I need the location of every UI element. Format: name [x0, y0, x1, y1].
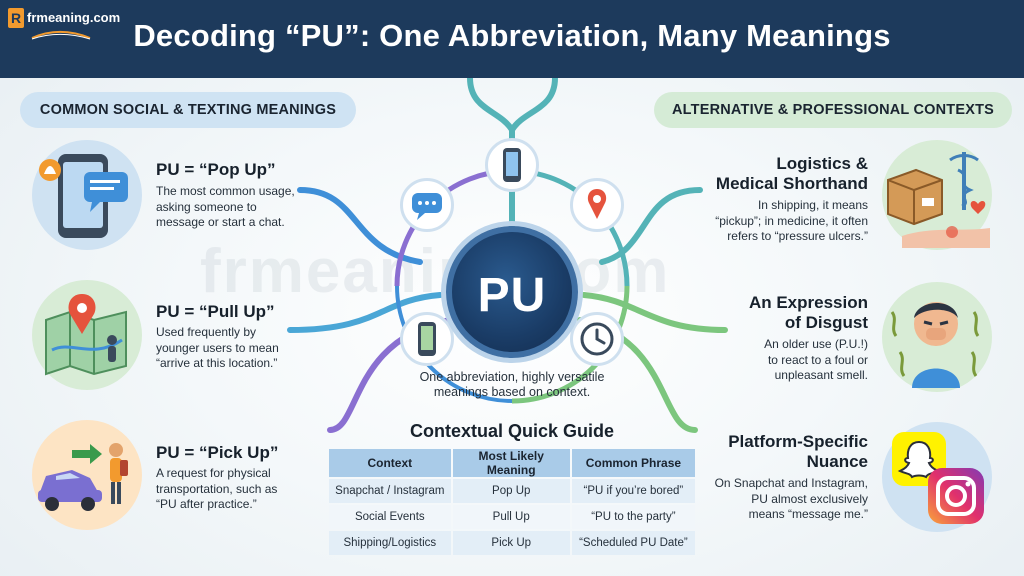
- table-row: Social Events Pull Up “PU to the party”: [329, 505, 695, 529]
- pick-up-description: A request for physical transportation, s…: [156, 466, 277, 513]
- pull-up-title: PU = “Pull Up”: [156, 302, 275, 321]
- logistics-desc-line: In shipping, it means: [757, 198, 868, 212]
- table-row: Shipping/Logistics Pick Up “Scheduled PU…: [329, 531, 695, 555]
- logo-book-icon: [31, 31, 91, 40]
- platform-title-line: Nuance: [806, 452, 868, 471]
- pull-up-desc-line: younger users to mean: [156, 340, 279, 355]
- pu-core-circle: PU: [446, 226, 578, 358]
- center-location-node: [570, 178, 624, 232]
- table-header-row: Context Most Likely Meaning Common Phras…: [329, 449, 695, 477]
- disgust-illustration: [882, 282, 992, 392]
- platform-desc-line: On Snapchat and Instagram,: [714, 476, 868, 490]
- platform-title-line: Platform-Specific: [728, 432, 868, 451]
- pick-up-desc-line: A request for physical: [156, 466, 271, 480]
- platform-title: Platform-Specific Nuance: [728, 432, 868, 472]
- box-caduceus-icon: [887, 152, 990, 248]
- center-phone-node: [485, 138, 539, 192]
- pull-up-illustration: [32, 280, 142, 390]
- table-cell: Snapchat / Instagram: [329, 479, 451, 503]
- chat-bubble-icon: [412, 193, 442, 220]
- disgust-desc-line: An older use (P.U.!): [764, 337, 868, 351]
- pick-up-illustration: [32, 420, 142, 530]
- phone-chat-icon: [39, 154, 128, 238]
- clock-icon: [580, 322, 614, 356]
- logistics-desc-line: refers to “pressure ulcers.”: [727, 229, 868, 243]
- disgust-title-line: of Disgust: [784, 313, 868, 332]
- pull-up-description: Used frequently by younger users to mean…: [156, 325, 279, 372]
- logistics-title-line: Medical Shorthand: [715, 174, 868, 193]
- quick-guide-table: Context Most Likely Meaning Common Phras…: [327, 447, 697, 557]
- site-logo[interactable]: R frmeaning.com: [8, 6, 128, 44]
- platform-desc-line: means “message me.”: [748, 507, 868, 521]
- column-header: Common Phrase: [571, 449, 695, 477]
- quick-guide-title: Contextual Quick Guide: [409, 421, 615, 441]
- table-row: Snapchat / Instagram Pop Up “PU if you’r…: [329, 479, 695, 503]
- location-pin-icon: [587, 189, 607, 219]
- disgust-title-line: An Expression: [748, 293, 868, 312]
- pu-core-label: PU: [477, 269, 547, 322]
- smartphone-icon: [503, 148, 521, 182]
- table-cell: Social Events: [329, 505, 451, 529]
- column-header: Context: [329, 449, 451, 477]
- logistics-title-line: Logistics &: [776, 154, 868, 173]
- section-heading-alternative: ALTERNATIVE & PROFESSIONAL CONTEXTS: [654, 92, 1012, 128]
- disgust-description: An older use (P.U.!) to react to a foul …: [764, 337, 868, 384]
- platform-illustration: [882, 422, 992, 532]
- pull-up-desc-line: “arrive at this location.”: [156, 356, 278, 370]
- disgust-desc-line: unpleasant smell.: [774, 368, 868, 382]
- platform-desc-line: PU almost exclusively: [751, 491, 868, 506]
- header-bar: R frmeaning.com Decoding “PU”: One Abbre…: [0, 0, 1024, 78]
- map-pin-icon: [45, 294, 127, 376]
- pop-up-illustration: [32, 140, 142, 250]
- table-cell: Pick Up: [452, 531, 570, 555]
- center-caption: One abbreviation, highly versatile meani…: [402, 370, 622, 400]
- mobile-device-icon: [418, 322, 436, 356]
- logistics-title: Logistics & Medical Shorthand: [716, 154, 868, 194]
- table-cell: “Scheduled PU Date”: [571, 531, 695, 555]
- table-cell: Pull Up: [452, 505, 570, 529]
- center-caption-line: One abbreviation, highly versatile: [419, 370, 605, 384]
- table-cell: “PU if you’re bored”: [571, 479, 695, 503]
- pop-up-desc-line: message or start a chat.: [156, 215, 285, 229]
- table-cell: “PU to the party”: [571, 505, 695, 529]
- center-clock-node: [570, 312, 624, 366]
- disgusted-face-icon: [890, 302, 980, 388]
- pop-up-desc-line: The most common usage,: [156, 184, 295, 198]
- pick-up-title: PU = “Pick Up”: [156, 443, 279, 462]
- logo-mark: R: [8, 8, 24, 28]
- logistics-illustration: [882, 140, 992, 250]
- center-caption-line: meanings based on context.: [433, 385, 591, 399]
- logo-text: frmeaning.com: [27, 10, 121, 25]
- disgust-desc-line: to react to a foul or: [767, 352, 868, 367]
- table-cell: Shipping/Logistics: [329, 531, 451, 555]
- pop-up-description: The most common usage, asking someone to…: [156, 184, 295, 231]
- pick-up-desc-line: transportation, such as: [156, 481, 278, 496]
- pull-up-desc-line: Used frequently by: [156, 325, 257, 339]
- center-mobile-node: [400, 312, 454, 366]
- section-heading-common: COMMON SOCIAL & TEXTING MEANINGS: [20, 92, 356, 128]
- logistics-desc-line: “pickup”; in medicine, it often: [715, 213, 868, 228]
- platform-description: On Snapchat and Instagram, PU almost exc…: [715, 476, 868, 523]
- disgust-title: An Expression of Disgust: [749, 293, 868, 333]
- pick-up-desc-line: “PU after practice.”: [156, 497, 257, 511]
- table-cell: Pop Up: [452, 479, 570, 503]
- page-title: Decoding “PU”: One Abbreviation, Many Me…: [133, 18, 891, 53]
- snapchat-instagram-icon: [892, 432, 984, 524]
- pop-up-desc-line: asking someone to: [156, 199, 257, 214]
- center-chat-node: [400, 178, 454, 232]
- car-person-icon: [38, 443, 128, 511]
- pop-up-title: PU = “Pop Up”: [156, 160, 276, 179]
- logistics-description: In shipping, it means “pickup”; in medic…: [715, 198, 868, 245]
- column-header: Most Likely Meaning: [452, 449, 570, 477]
